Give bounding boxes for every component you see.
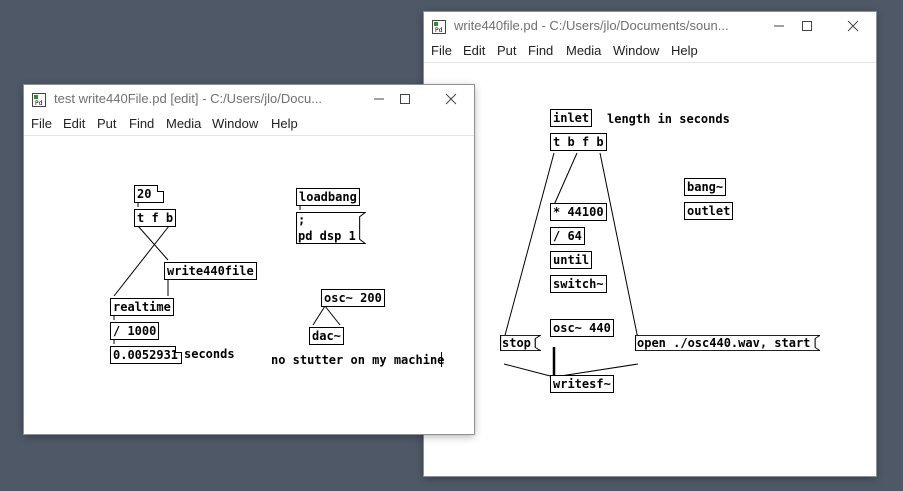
menu-edit[interactable]: Edit [63, 116, 86, 131]
close-icon[interactable] [842, 16, 864, 36]
window-title: write440file.pd - C:/Users/jlo/Documents… [454, 18, 729, 33]
message-box-outline [296, 212, 366, 244]
menu-bar: File Edit Put Find Media Window Help [24, 113, 474, 136]
object-bang[interactable]: bang~ [684, 178, 727, 196]
message-box-outline [635, 335, 821, 351]
minimize-icon[interactable] [768, 16, 790, 36]
comment-no-stutter[interactable]: no stutter on my machine [271, 353, 445, 367]
menu-media[interactable]: Media [166, 116, 202, 131]
minimize-icon[interactable] [368, 89, 390, 109]
object-realtime[interactable]: realtime [110, 298, 174, 316]
message-pd-dsp[interactable]: ; pd dsp 1 [296, 212, 366, 244]
pd-app-icon: Pd [32, 93, 46, 107]
svg-text:Pd: Pd [435, 27, 443, 34]
object-write440file[interactable]: write440file [164, 262, 257, 280]
menu-file[interactable]: File [431, 43, 452, 58]
label-seconds: seconds [184, 347, 235, 361]
menu-find[interactable]: Find [528, 43, 554, 58]
close-icon[interactable] [440, 89, 462, 109]
object-loadbang[interactable]: loadbang [296, 188, 360, 206]
menu-find[interactable]: Find [129, 116, 155, 131]
object-osc200[interactable]: osc~ 200 [321, 289, 385, 307]
message-stop[interactable]: stop [500, 335, 541, 351]
menu-file[interactable]: File [31, 116, 52, 131]
menu-put[interactable]: Put [497, 43, 517, 58]
menu-edit[interactable]: Edit [463, 43, 486, 58]
object-divide[interactable]: / 64 [550, 227, 585, 245]
menu-window[interactable]: Window [613, 43, 660, 58]
message-box-outline [500, 335, 541, 351]
object-multiply[interactable]: * 44100 [550, 203, 607, 221]
titlebar[interactable]: Pd test write440File.pd [edit] - C:/User… [24, 85, 474, 113]
object-trigger-bfb[interactable]: t b f b [550, 133, 607, 151]
maximize-icon[interactable] [394, 89, 416, 109]
menu-bar: File Edit Put Find Media Window Help [424, 40, 876, 63]
menu-help[interactable]: Help [671, 43, 698, 58]
object-writesf[interactable]: writesf~ [550, 375, 614, 393]
object-dac[interactable]: dac~ [309, 327, 344, 345]
patch-canvas[interactable]: 20 t f b loadbang ; pd dsp 1 write440fil… [24, 136, 474, 434]
menu-media[interactable]: Media [566, 43, 602, 58]
titlebar[interactable]: Pd write440file.pd - C:/Users/jlo/Docume… [424, 12, 876, 40]
text-cursor [441, 352, 442, 367]
object-inlet[interactable]: inlet [550, 109, 593, 127]
patch-cords [113, 202, 341, 344]
menu-help[interactable]: Help [271, 116, 298, 131]
object-until[interactable]: until [550, 251, 593, 269]
message-open-file[interactable]: open ./osc440.wav, start [635, 335, 821, 351]
object-osc440[interactable]: osc~ 440 [550, 319, 614, 337]
patch-canvas[interactable]: inlet length in seconds t b f b * 44100 … [424, 63, 876, 476]
pd-app-icon: Pd [432, 20, 446, 34]
comment-length-in-seconds: length in seconds [607, 112, 730, 126]
menu-put[interactable]: Put [97, 116, 117, 131]
patch-window-test-write440file[interactable]: Pd test write440File.pd [edit] - C:/User… [24, 85, 474, 434]
object-divide-1000[interactable]: / 1000 [110, 322, 160, 340]
number-box-20[interactable]: 20 [134, 185, 164, 203]
object-outlet[interactable]: outlet [684, 202, 734, 220]
svg-text:Pd: Pd [35, 100, 43, 107]
patch-window-write440file[interactable]: Pd write440file.pd - C:/Users/jlo/Docume… [424, 12, 876, 476]
maximize-icon[interactable] [796, 16, 818, 36]
window-title: test write440File.pd [edit] - C:/Users/j… [54, 91, 323, 106]
object-switch[interactable]: switch~ [550, 275, 607, 293]
object-trigger-fb[interactable]: t f b [134, 209, 177, 227]
menu-window[interactable]: Window [212, 116, 259, 131]
number-box-result[interactable]: 0.0052931 [110, 346, 182, 364]
